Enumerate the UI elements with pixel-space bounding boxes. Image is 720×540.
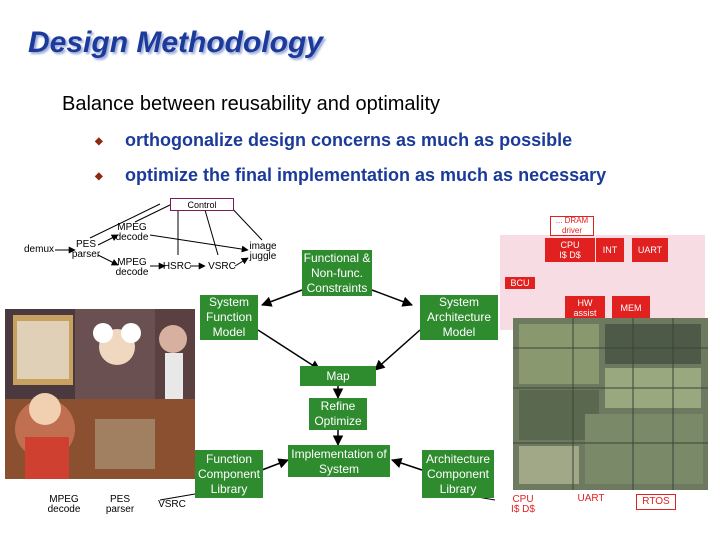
architecture-component-library-box: Architecture Component Library	[422, 450, 494, 498]
cpu-library-item: CPU I$ D$	[511, 494, 535, 515]
slide-subtitle: Balance between reusability and optimali…	[62, 93, 440, 115]
vsrc-node: VSRC	[208, 261, 236, 272]
cpu-block: CPU I$ D$	[545, 238, 595, 262]
mpeg-decode-node: MPEG decode	[115, 222, 149, 243]
bullet-item: ◆ optimize the final implementation as mu…	[95, 165, 606, 186]
uart-library-item: UART	[577, 493, 605, 504]
system-architecture-model-box: System Architecture Model	[420, 295, 498, 340]
chip-die-image	[513, 318, 708, 490]
chip-die-illustration	[513, 318, 708, 490]
mem-block: MEM	[612, 296, 650, 320]
system-function-model-box: System Function Model	[200, 295, 258, 340]
constraints-box: Functional & Non-func. Constraints	[302, 250, 372, 296]
image-juggle-node: image juggle	[249, 241, 277, 262]
pes-parser-library-item: PES parser	[105, 494, 135, 515]
diamond-bullet-icon: ◆	[95, 135, 103, 147]
bullet-text: orthogonalize design concerns as much as…	[125, 130, 573, 150]
function-component-library-box: Function Component Library	[195, 450, 263, 498]
hsrc-node: HSRC	[162, 261, 192, 272]
pes-parser-node: PES parser	[71, 239, 101, 260]
video-frame-image	[5, 309, 195, 479]
uart-block: UART	[632, 238, 668, 262]
int-block: INT	[596, 238, 624, 262]
diamond-bullet-icon: ◆	[95, 170, 103, 182]
mpeg-decode-library-item: MPEG decode	[47, 494, 81, 515]
vsrc-library-item: VSRC	[158, 499, 186, 510]
refine-optimize-box: Refine Optimize	[309, 398, 367, 430]
bcu-block: BCU	[505, 277, 535, 289]
bullet-text: optimize the final implementation as muc…	[125, 165, 607, 185]
hw-assist-block: HW assist	[565, 296, 605, 320]
implementation-of-system-box: Implementation of System	[288, 445, 390, 477]
bullet-item: ◆ orthogonalize design concerns as much a…	[95, 130, 572, 151]
map-box: Map	[300, 366, 376, 386]
dram-driver-block: ... DRAM driver	[550, 216, 594, 236]
demux-node: demux	[23, 244, 54, 255]
mpeg-decode-node: MPEG decode	[115, 257, 149, 278]
rtos-library-item: RTOS	[636, 494, 676, 510]
slide-title: Design Methodology	[28, 26, 323, 59]
video-frame-illustration	[5, 309, 195, 479]
control-node: Control	[170, 198, 234, 211]
